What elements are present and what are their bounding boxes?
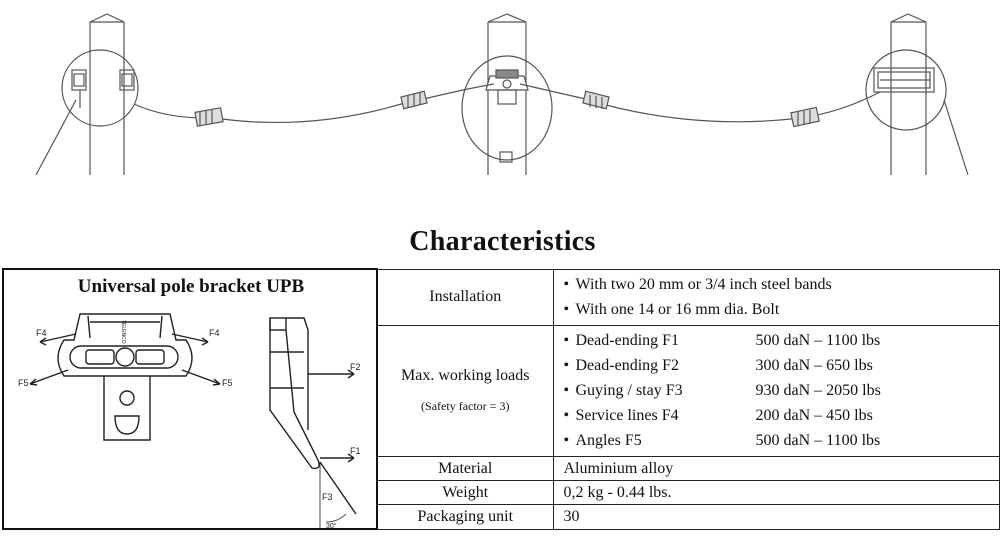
left-pole [35,13,139,176]
packaging-value: 30 [552,504,1000,530]
force-label-f3: F3 [322,492,333,502]
right-pole [865,13,969,176]
bracket-diagram: TELENCO [18,313,361,530]
page-title: Characteristics [409,226,596,257]
angle-label: 30° [326,522,337,530]
installation-line: •With one 14 or 16 mm dia. Bolt [563,301,780,319]
cable-clamp [582,90,610,110]
force-label-f2: F2 [350,362,361,372]
pole-line-drawing [35,13,969,176]
safety-factor-note: (Safety factor = 3) [421,399,510,414]
product-cell: Universal pole bracket UPB TELENCO [2,268,378,530]
middle-pole [461,13,553,175]
material-label: Material [376,455,554,482]
cable-clamp [790,106,820,128]
force-label-f1: F1 [350,446,361,456]
force-label-f5-right: F5 [222,378,233,388]
brand-text: TELENCO [120,320,126,344]
force-label-f4-left: F4 [36,328,47,338]
packaging-label: Packaging unit [376,504,554,530]
characteristics-table: Universal pole bracket UPB TELENCO [2,268,1000,530]
cable-clamp [194,107,224,127]
cable-clamp [400,90,428,110]
force-label-f4-right: F4 [209,328,220,338]
loads-label: Max. working loads (Safety factor = 3) [376,324,554,457]
weight-label: Weight [376,480,554,506]
product-title: Universal pole bracket UPB [77,276,305,297]
force-label-f5-left: F5 [18,378,29,388]
installation-line: •With two 20 mm or 3/4 inch steel bands [563,276,832,294]
material-value: Aluminium alloy [552,455,1000,482]
weight-value: 0,2 kg - 0.44 lbs. [552,480,1000,506]
installation-value: •With two 20 mm or 3/4 inch steel bands … [552,268,1000,326]
installation-label: Installation [376,268,554,326]
loads-label-text: Max. working loads [401,367,530,385]
